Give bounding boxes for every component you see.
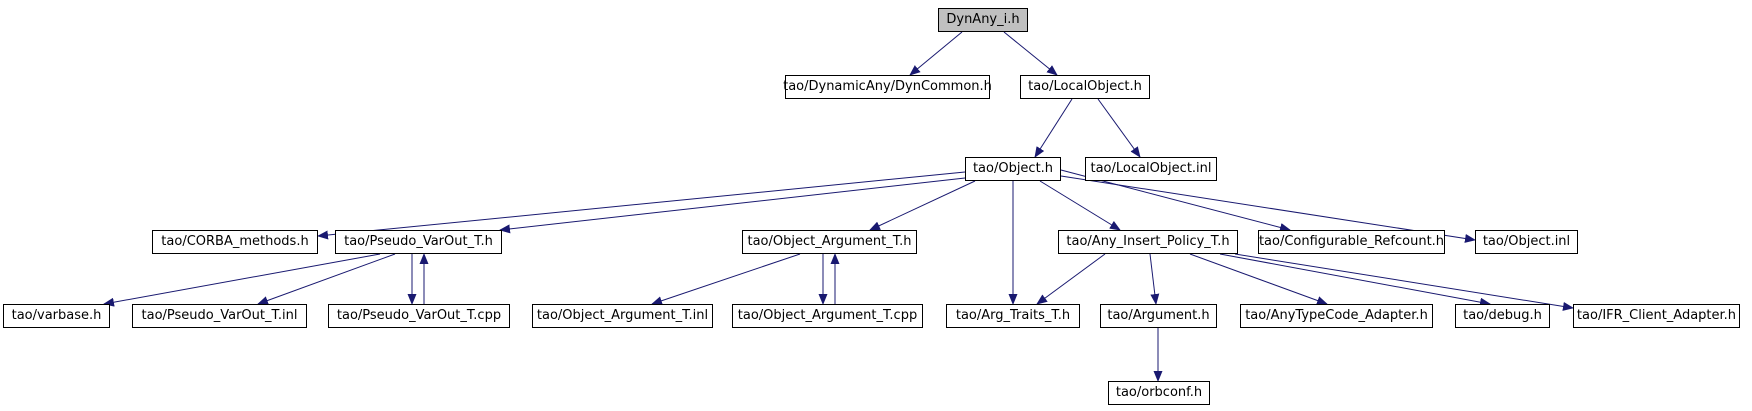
- edge-anyinsert-argument: [1149, 253, 1160, 305]
- node-pseudo_inl[interactable]: tao/Pseudo_VarOut_T.inl: [132, 304, 307, 328]
- edge-object_h-anyinsert: [1039, 180, 1121, 231]
- node-orbconf[interactable]: tao/orbconf.h: [1108, 381, 1210, 405]
- edge-dynany-dyncommon: [909, 31, 963, 76]
- node-varbase[interactable]: tao/varbase.h: [3, 304, 110, 328]
- node-pseudo_h[interactable]: tao/Pseudo_VarOut_T.h: [335, 230, 502, 254]
- node-pseudo_cpp[interactable]: tao/Pseudo_VarOut_T.cpp: [328, 304, 510, 328]
- edge-anyinsert-argtraits: [1036, 253, 1106, 305]
- node-object_h[interactable]: tao/Object.h: [965, 157, 1061, 181]
- node-argument[interactable]: tao/Argument.h: [1100, 304, 1217, 328]
- node-ifr[interactable]: tao/IFR_Client_Adapter.h: [1573, 304, 1740, 328]
- node-argtraits[interactable]: tao/Arg_Traits_T.h: [946, 304, 1080, 328]
- node-debug[interactable]: tao/debug.h: [1455, 304, 1550, 328]
- edge-localobject_h-localobject_inl: [1097, 98, 1141, 158]
- edge-anyinsert-anytc: [1189, 253, 1328, 305]
- edge-object_h-object_inl: [1060, 175, 1476, 243]
- edge-pseudo_h-pseudo_inl: [257, 253, 396, 305]
- edge-object_h-pseudo_h: [499, 177, 966, 234]
- node-objarg_inl[interactable]: tao/Object_Argument_T.inl: [532, 304, 713, 328]
- edge-dynany-localobject_h: [1003, 31, 1058, 76]
- node-object_inl[interactable]: tao/Object.inl: [1475, 230, 1578, 254]
- edge-anyinsert-ifr: [1234, 253, 1574, 311]
- node-localobject_inl[interactable]: tao/LocalObject.inl: [1085, 157, 1217, 181]
- edge-objarg_h-objarg_inl: [651, 253, 801, 306]
- edge-pseudo_h-varbase: [103, 253, 381, 307]
- node-dyncommon[interactable]: tao/DynamicAny/DynCommon.h: [783, 75, 992, 99]
- node-objarg_h[interactable]: tao/Object_Argument_T.h: [742, 230, 917, 254]
- edge-localobject_h-object_h: [1034, 98, 1073, 158]
- node-objarg_cpp[interactable]: tao/Object_Argument_T.cpp: [732, 304, 923, 328]
- node-anyinsert[interactable]: tao/Any_Insert_Policy_T.h: [1058, 230, 1238, 254]
- edge-object_h-corba_methods: [317, 171, 966, 240]
- node-confref[interactable]: tao/Configurable_Refcount.h: [1258, 230, 1445, 254]
- node-dynany: DynAny_i.h: [938, 8, 1028, 32]
- edge-anyinsert-debug: [1219, 253, 1491, 307]
- edge-group: [103, 31, 1574, 382]
- node-corba_methods[interactable]: tao/CORBA_methods.h: [152, 230, 318, 254]
- node-localobject_h[interactable]: tao/LocalObject.h: [1020, 75, 1150, 99]
- node-anytc[interactable]: tao/AnyTypeCode_Adapter.h: [1240, 304, 1433, 328]
- edge-object_h-objarg_h: [869, 180, 976, 231]
